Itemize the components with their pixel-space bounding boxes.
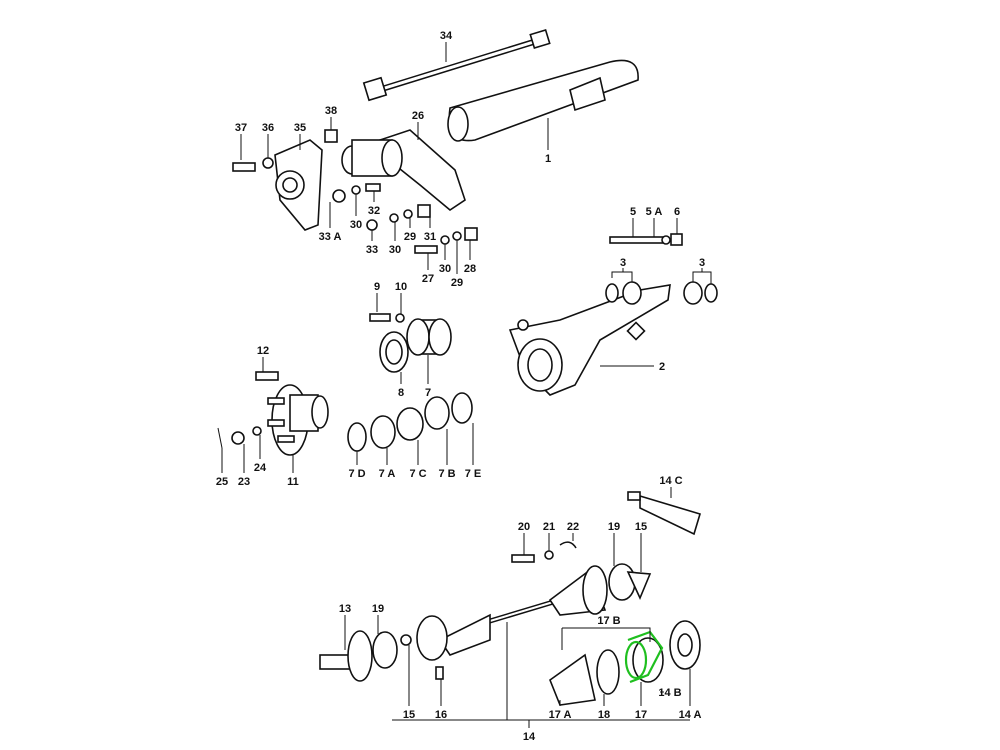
- callout: 24: [254, 462, 267, 474]
- callout: 7: [425, 387, 431, 399]
- callout: 30: [389, 244, 401, 256]
- callout: 14: [523, 731, 536, 743]
- callout: 28: [464, 263, 476, 275]
- callout: 30: [350, 219, 362, 231]
- callout: 33: [366, 244, 378, 256]
- callout: 16: [435, 709, 447, 721]
- callout: 36: [262, 122, 274, 134]
- callout-labels: 34 1 26 38 37 36 35 33 A 30 32 33 30 29 …: [216, 30, 705, 743]
- leader-lines: [221, 42, 712, 728]
- callout: 37: [235, 122, 247, 134]
- callout: 9: [374, 281, 380, 293]
- callout: 5: [630, 206, 636, 218]
- callout: 23: [238, 476, 250, 488]
- callout: 15: [635, 521, 647, 533]
- callout: 34: [440, 30, 453, 42]
- callout: 26: [412, 110, 424, 122]
- tube-1[interactable]: [447, 59, 639, 142]
- callout: 21: [543, 521, 555, 533]
- callout: 8: [398, 387, 404, 399]
- grease-tube-14c[interactable]: [627, 491, 701, 536]
- callout: 11: [287, 476, 299, 488]
- bearing-7-8-9-10[interactable]: [369, 313, 452, 373]
- small-hardware-top[interactable]: [232, 129, 478, 254]
- callout: 7 A: [379, 468, 396, 480]
- callout: 15: [403, 709, 415, 721]
- callout: 20: [518, 521, 530, 533]
- callout: 19: [372, 603, 384, 615]
- callout: 12: [257, 345, 269, 357]
- callout: 17 A: [549, 709, 572, 721]
- callout: 29: [451, 277, 463, 289]
- callout: 13: [339, 603, 351, 615]
- spring-plate-26[interactable]: [341, 129, 466, 211]
- drive-shaft-14[interactable]: [319, 541, 701, 706]
- callout: 29: [404, 231, 416, 243]
- callout: 25: [216, 476, 228, 488]
- callout: 18: [598, 709, 610, 721]
- callout: 31: [424, 231, 436, 243]
- callout: 17: [635, 709, 647, 721]
- callout: 7 B: [438, 468, 455, 480]
- callout: 6: [674, 206, 680, 218]
- callout: 5 A: [646, 206, 663, 218]
- callout: 7 D: [348, 468, 365, 480]
- highlighted-part-17[interactable]: [624, 630, 664, 684]
- callout: 38: [325, 105, 337, 117]
- callout: 7 C: [409, 468, 426, 480]
- bearing-rings-7a-7e[interactable]: [347, 392, 473, 452]
- callout: 7 E: [465, 468, 482, 480]
- callout: 14 B: [658, 687, 681, 699]
- callout: 35: [294, 122, 306, 134]
- callout: 32: [368, 205, 380, 217]
- callout: 3: [620, 257, 626, 269]
- callout: 3: [699, 257, 705, 269]
- hub-11-12[interactable]: [217, 371, 329, 456]
- callout: 2: [659, 361, 665, 373]
- callout: 17 B: [597, 615, 620, 627]
- torsion-bar-34[interactable]: [362, 28, 551, 102]
- trailing-arm-2[interactable]: [508, 284, 671, 396]
- callout: 1: [545, 153, 551, 165]
- callout: 14 A: [679, 709, 702, 721]
- callout: 10: [395, 281, 407, 293]
- callout: 19: [608, 521, 620, 533]
- callout: 14 C: [659, 475, 682, 487]
- bolt-bushings-3-5-6[interactable]: [605, 233, 718, 305]
- callout: 22: [567, 521, 579, 533]
- callout: 27: [422, 273, 434, 285]
- callout: 33 A: [319, 231, 342, 243]
- callout: 30: [439, 263, 451, 275]
- bracket-35[interactable]: [274, 139, 323, 231]
